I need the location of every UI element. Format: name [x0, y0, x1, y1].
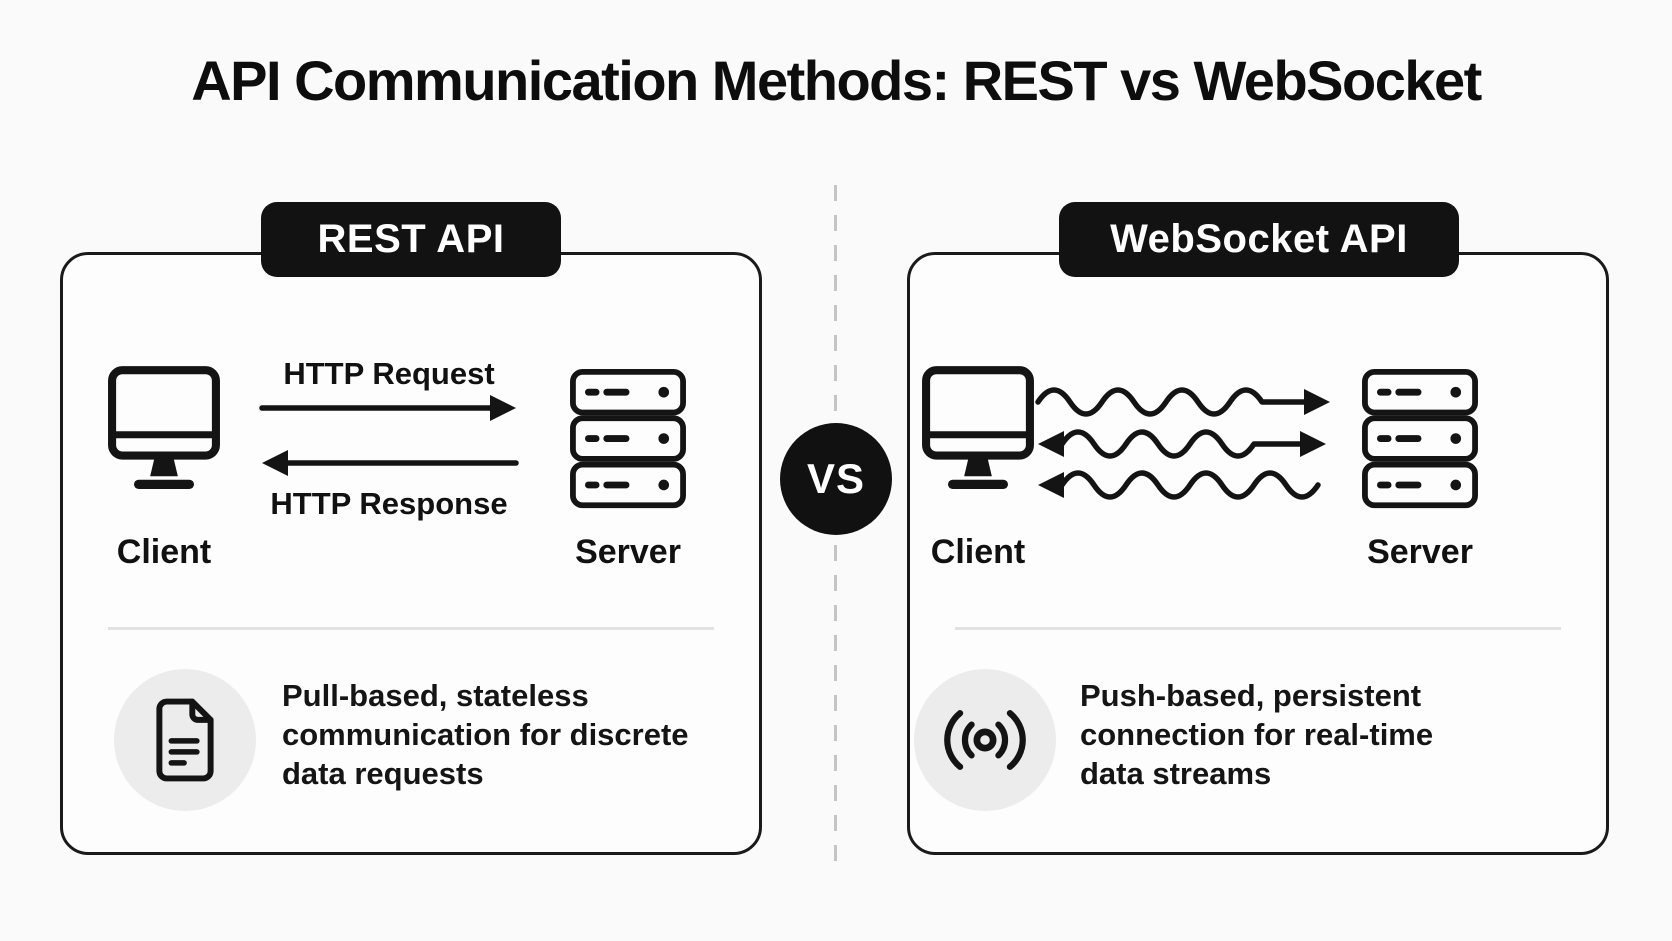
websocket-description-text: Push-based, persistent connection for re…: [1080, 676, 1510, 793]
vs-badge: VS: [780, 423, 892, 535]
rest-api-badge-label: REST API: [317, 217, 505, 261]
http-request-label: HTTP Request: [283, 356, 495, 391]
description-line: Push-based, persistent: [1080, 678, 1422, 713]
rest-api-badge: REST API: [261, 202, 561, 277]
vs-badge-label: VS: [806, 455, 866, 502]
websocket-api-badge-label: WebSocket API: [1110, 217, 1408, 261]
description-line: connection for real-time: [1080, 717, 1434, 752]
rest-info-icon-circle: [114, 669, 256, 811]
description-line: data streams: [1080, 756, 1272, 791]
document-icon: [152, 697, 218, 783]
rest-client-label: Client: [116, 533, 212, 571]
rest-server-stack-icon: [570, 369, 686, 512]
description-line: communication for discrete: [282, 717, 689, 752]
websocket-server-stack-icon: [1362, 369, 1478, 512]
websocket-client-desktop-monitor-icon: [918, 362, 1038, 496]
http-response-label: HTTP Response: [270, 486, 508, 521]
websocket-api-badge: WebSocket API: [1059, 202, 1459, 277]
description-line: data requests: [282, 756, 484, 791]
rest-server-label: Server: [575, 533, 681, 571]
rest-panel-divider: [108, 627, 714, 630]
websocket-client-label: Client: [930, 533, 1026, 571]
websocket-stream-arrow-bidirectional-icon: [1032, 424, 1352, 464]
description-line: Pull-based, stateless: [282, 678, 589, 713]
client-desktop-monitor-icon: [104, 362, 224, 496]
websocket-stream-arrow-to-server-icon: [1032, 382, 1352, 422]
http-request-arrow-icon: [258, 391, 520, 425]
page-title: API Communication Methods: REST vs WebSo…: [191, 49, 1482, 112]
http-response-arrow-icon: [258, 446, 520, 480]
broadcast-icon: [939, 701, 1031, 779]
websocket-info-icon-circle: [914, 669, 1056, 811]
websocket-panel-divider: [955, 627, 1561, 630]
websocket-stream-arrow-to-client-icon: [1032, 465, 1352, 505]
websocket-server-label: Server: [1367, 533, 1473, 571]
rest-description-text: Pull-based, stateless communication for …: [282, 676, 712, 793]
